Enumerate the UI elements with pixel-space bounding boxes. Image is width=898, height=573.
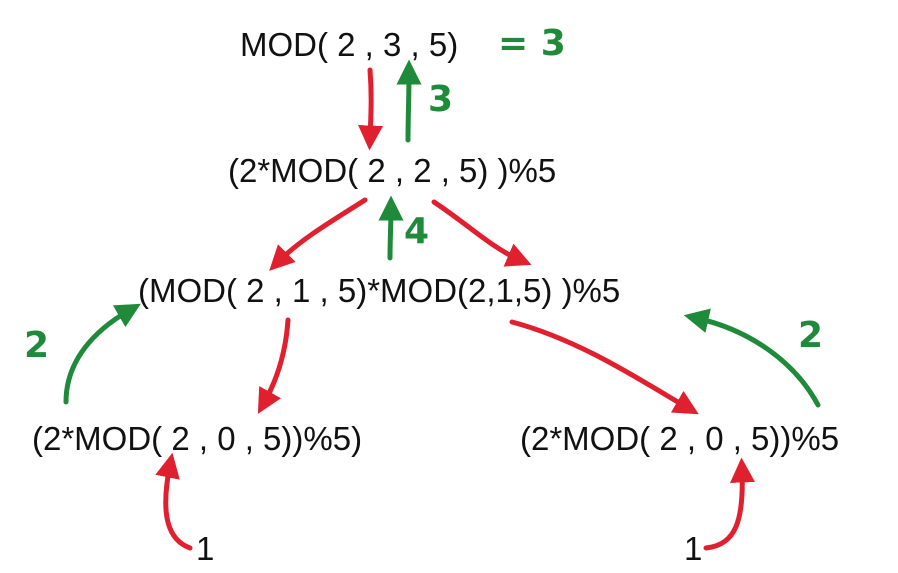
return-value-right: 2	[798, 315, 824, 356]
base-arrow-right	[703, 457, 755, 551]
return-arrow-leaf-left-to-level2	[63, 303, 141, 405]
return-value-left: 2	[24, 325, 50, 366]
base-arrow-left	[155, 452, 193, 551]
leaf-right-call-expression: (2*MOD( 2 , 0 , 5))%5	[520, 420, 840, 457]
final-result-label: = 3	[498, 23, 566, 64]
call-arrow-level2-to-leaf-left	[257, 317, 291, 414]
call-arrow-root-to-level1	[358, 67, 384, 151]
call-arrow-level1-to-left	[269, 197, 368, 271]
return-value-root: 3	[428, 79, 454, 120]
return-arrow-level2-to-level1	[378, 195, 404, 261]
base-value-left: 1	[196, 530, 215, 567]
leaf-left-call-expression: (2*MOD( 2 , 0 , 5))%5)	[32, 420, 363, 457]
return-arrow-level1-to-root	[396, 59, 422, 143]
root-call-expression: MOD( 2 , 3 , 5)	[240, 26, 459, 63]
base-value-right: 1	[684, 530, 703, 567]
call-arrow-level1-to-right	[431, 199, 532, 267]
level1-call-expression: (2*MOD( 2 , 2 , 5) )%5	[228, 152, 557, 189]
level2-call-expression: (MOD( 2 , 1 , 5)*MOD(2,1,5) )%5	[138, 272, 621, 309]
call-arrow-level2-to-leaf-right	[509, 319, 699, 415]
return-value-level1: 4	[404, 211, 430, 252]
return-arrow-leaf-right-to-level2	[683, 308, 821, 408]
